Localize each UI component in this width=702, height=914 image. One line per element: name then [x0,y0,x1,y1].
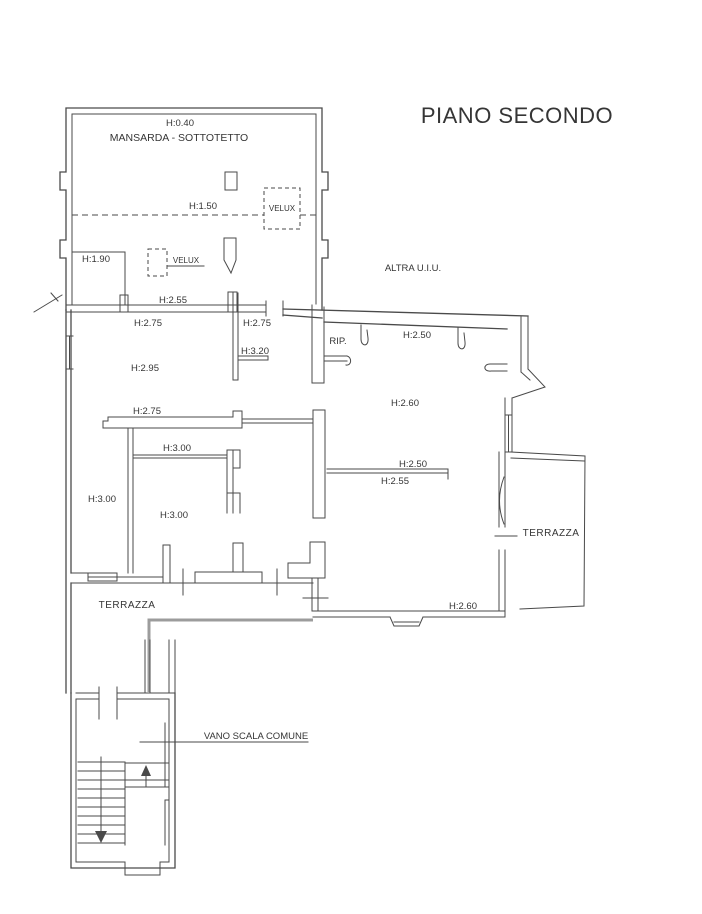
mansarda-bottom-wall [65,300,284,317]
label-h250-top: H:2.50 [403,330,431,341]
stair-landing-lines [124,762,170,788]
label-other-unit: ALTRA U.I.U. [385,263,441,274]
top-outer-wall [282,308,529,330]
closet-wall-branch [323,355,352,366]
right-unit-walls [282,304,586,627]
label-velux-b: VELUX [173,256,200,265]
door-jamb-tick [98,686,118,720]
right-wall-upper [511,316,546,399]
window-hook-symbol [457,327,466,350]
wall-pier [119,294,129,313]
room-divider-wall [127,427,134,574]
left-outer-wall [65,309,72,694]
right-terrace-outline [510,451,586,610]
stair-enclosure-outer [70,692,176,869]
mansarda-inner-wall [71,113,317,305]
corridor-walls [144,639,176,694]
mansarda-walls [33,107,329,317]
terrace-edge-line [70,572,314,584]
label-stairwell: VANO SCALA COMUNE [204,731,308,742]
label-h275-c: H:2.75 [133,406,161,417]
label-h275-a: H:2.75 [134,318,162,329]
mansarda-outer-wall [59,107,329,311]
label-terrace-left: TERRAZZA [99,600,156,611]
left-wall-window [65,335,74,370]
velux-skylight-box [263,187,301,230]
label-velux-a: VELUX [269,204,296,213]
stair-wall-window-lines [164,722,170,846]
label-h-mid: H:1.50 [189,201,217,212]
label-h300-c: H:3.00 [160,510,188,521]
stairwell-walls [70,639,309,876]
slope-annotation-line [33,292,63,313]
corridor-wall-bar [102,410,243,429]
chimney-block [224,171,238,191]
t-shaped-pier [194,542,263,584]
page-title: PIANO SECONDO [421,103,613,128]
label-h260-bottom: H:2.60 [449,601,477,612]
label-h250-beam: H:2.50 [399,459,427,470]
label-h300-b: H:3.00 [88,494,116,505]
label-mansarda-name: MANSARDA - SOTTOTETTO [110,132,248,144]
label-h320: H:3.20 [241,346,269,357]
stair-up-arrowhead [141,765,151,776]
bottom-wall [312,610,506,627]
beam-height-line [326,468,449,480]
label-h255-beam: H:2.55 [381,476,409,487]
corridor-wall-branch [237,355,269,361]
door-swing-arc [499,476,505,525]
right-wall-lower [498,451,506,612]
label-h295: H:2.95 [131,363,159,374]
low-height-zone-line [71,251,126,305]
label-h275-b: H:2.75 [243,318,271,329]
labels: PIANO SECONDO H:0.40 MANSARDA - SOTTOTET… [82,103,613,742]
label-h-entry: H:2.55 [159,295,187,306]
wall-stem [162,544,171,584]
label-terrace-right: TERRAZZA [523,528,580,539]
label-h300-a: H:3.00 [163,443,191,454]
stair-down-arrowhead [95,831,107,843]
flue-block [223,237,237,275]
window-hook-symbol [484,363,508,372]
central-wall-stem [232,292,239,381]
stair-door-threshold [124,861,161,876]
room-wall-vertical [226,449,241,514]
terrace-railing [147,618,313,692]
label-h-eaves: H:0.40 [166,118,194,129]
unit-divider-wall-mid [312,409,326,519]
bottom-wall-window [87,572,118,582]
velux-skylight-box [147,248,168,277]
label-closet: RIP. [329,336,346,347]
right-wall-window [504,397,513,453]
parapet-wall-line [241,418,314,424]
wall-pier [227,291,238,313]
left-unit-walls [65,292,314,694]
window-hook-symbol [360,324,369,346]
room-wall-horizontal [132,454,228,459]
unit-divider-wall-upper [311,304,325,384]
label-h260-room: H:2.60 [391,398,419,409]
label-h-low: H:1.90 [82,254,110,265]
unit-divider-wall-lower [287,541,326,612]
